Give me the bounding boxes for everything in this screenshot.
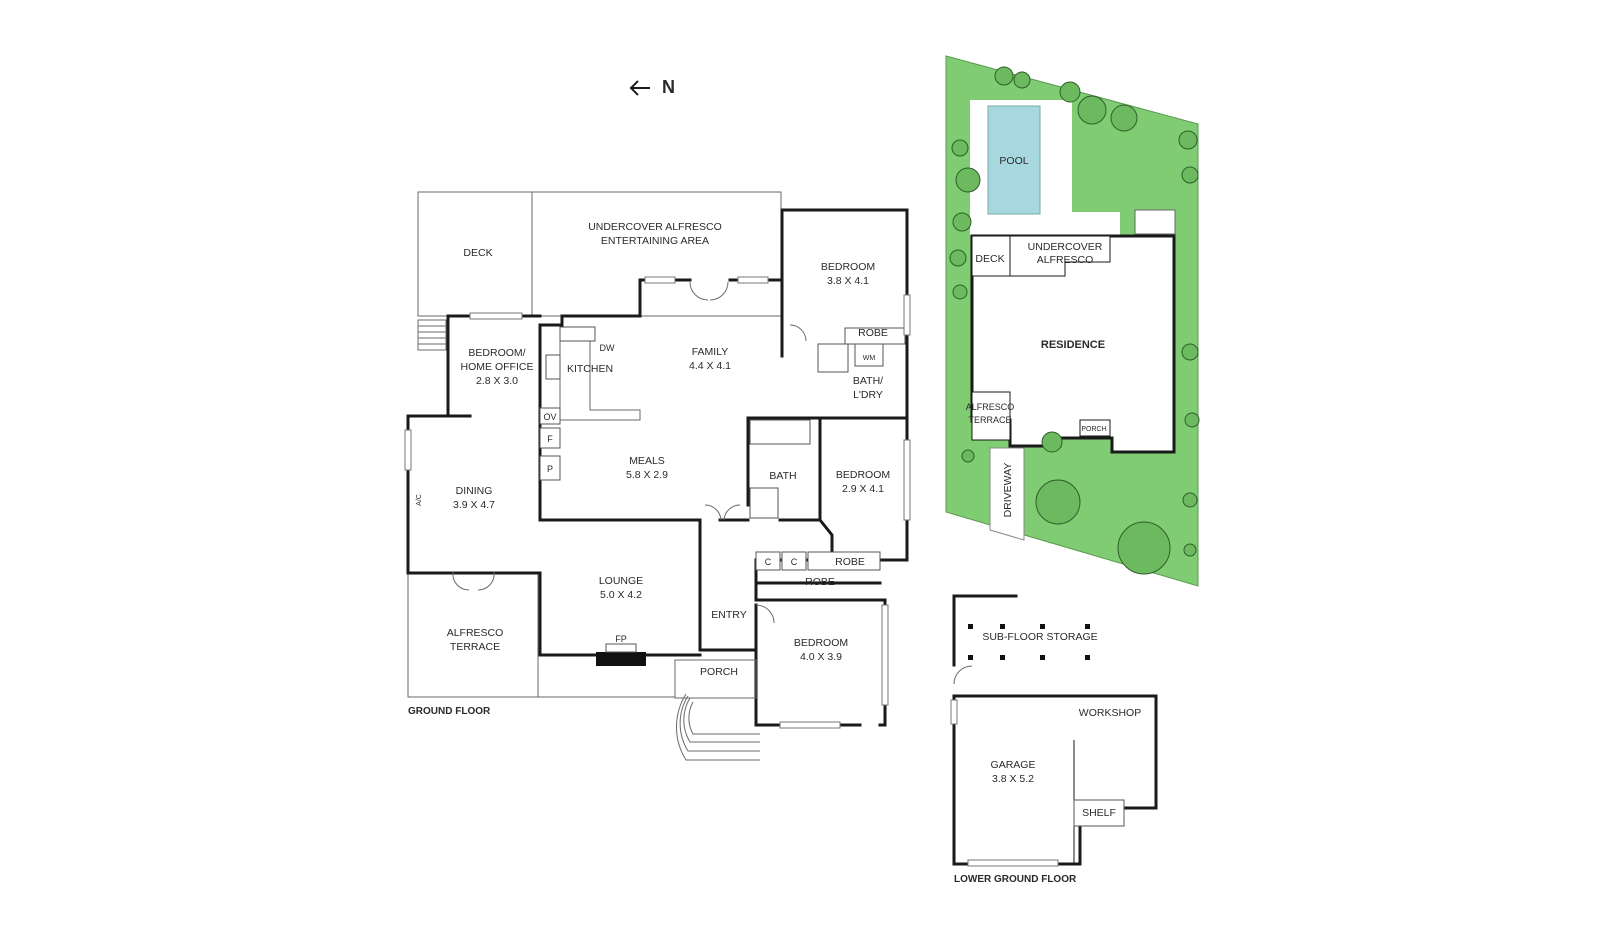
robe1-label: ROBE xyxy=(858,327,888,339)
lower-ground-floor-title: LOWER GROUND FLOOR xyxy=(954,874,1077,885)
fireplace xyxy=(596,652,646,666)
site-terrace-label-2: TERRACE xyxy=(968,415,1011,425)
site-pool-label: POOL xyxy=(999,155,1028,167)
f-label: F xyxy=(547,434,553,444)
closet2-label: C xyxy=(791,557,798,567)
terrace-label-2: TERRACE xyxy=(450,641,500,653)
storage-label: SUB-FLOOR STORAGE xyxy=(982,631,1097,643)
residence-label: RESIDENCE xyxy=(1041,339,1105,351)
family-size: 4.4 X 4.1 xyxy=(689,360,731,372)
storage-posts xyxy=(968,624,1090,660)
bath-label: BATH xyxy=(769,470,796,482)
workshop-label: WORKSHOP xyxy=(1079,707,1141,719)
family-label: FAMILY xyxy=(692,346,729,358)
shower xyxy=(749,487,779,519)
doors xyxy=(452,281,807,624)
bedroom3-label: BEDROOM xyxy=(794,637,848,649)
laundry-shower xyxy=(817,343,849,373)
meals-label: MEALS xyxy=(629,455,665,467)
shelf-unit xyxy=(1073,799,1125,827)
entry-label: ENTRY xyxy=(711,609,746,621)
office-label-1: BEDROOM/ xyxy=(468,347,525,359)
alfresco-label-2: ENTERTAINING AREA xyxy=(601,235,709,247)
site-plan: POOL DECK UNDERCOVER ALFRESCO RESIDENCE … xyxy=(945,55,1200,587)
lounge-label: LOUNGE xyxy=(599,575,643,587)
meals-size: 5.8 X 2.9 xyxy=(626,469,668,481)
shelf-label: SHELF xyxy=(1082,807,1116,819)
bath-ldry-label-1: BATH/ xyxy=(853,375,883,387)
ground-floor-title: GROUND FLOOR xyxy=(408,706,491,717)
lower-ground-floor-plan: SUB-FLOOR STORAGE WORKSHOP GARAGE 3.8 X … xyxy=(950,594,1158,885)
driveway-label: DRIVEWAY xyxy=(1002,463,1014,518)
fp-label: FP xyxy=(615,634,627,644)
site-deck-label: DECK xyxy=(975,253,1004,265)
kitchen-label: KITCHEN xyxy=(567,363,613,375)
site-porch-label: PORCH xyxy=(1081,426,1106,433)
compass: N xyxy=(629,77,675,97)
ground-floor-plan: DECK UNDERCOVER ALFRESCO ENTERTAINING AR… xyxy=(404,191,911,761)
closet1-label: C xyxy=(765,557,772,567)
bedroom1-label: BEDROOM xyxy=(821,261,875,273)
bedroom2-size: 2.9 X 4.1 xyxy=(842,483,884,495)
dining-size: 3.9 X 4.7 xyxy=(453,499,495,511)
site-terrace-label-1: ALFRESCO xyxy=(966,402,1015,412)
terrace-label-1: ALFRESCO xyxy=(447,627,504,639)
bathtub xyxy=(749,419,811,445)
ac-label: A/C xyxy=(416,494,423,506)
dining-label: DINING xyxy=(456,485,493,497)
arrow-left-icon xyxy=(629,80,650,96)
cooktop xyxy=(545,354,561,380)
robe3-label: ROBE xyxy=(805,576,835,588)
porch-label: PORCH xyxy=(700,666,738,678)
garage-label: GARAGE xyxy=(991,759,1036,771)
bedroom2-label: BEDROOM xyxy=(836,469,890,481)
p-label: P xyxy=(547,464,553,474)
ov-label: OV xyxy=(543,412,556,422)
site-alfresco-label-2: ALFRESCO xyxy=(1037,254,1094,266)
lounge-size: 5.0 X 4.2 xyxy=(600,589,642,601)
windows xyxy=(404,276,911,729)
undercover-alfresco-area xyxy=(531,191,782,317)
garage-size: 3.8 X 5.2 xyxy=(992,773,1034,785)
dw-label: DW xyxy=(600,343,615,353)
robe2-label: ROBE xyxy=(835,556,865,568)
deck-label: DECK xyxy=(463,247,492,259)
office-size: 2.8 X 3.0 xyxy=(476,375,518,387)
alfresco-label-1: UNDERCOVER ALFRESCO xyxy=(588,221,722,233)
pool xyxy=(987,105,1041,215)
bath-ldry-label-2: L'DRY xyxy=(853,389,883,401)
bedroom3-size: 4.0 X 3.9 xyxy=(800,651,842,663)
site-alfresco-label-1: UNDERCOVER xyxy=(1028,241,1103,253)
bedroom1-size: 3.8 X 4.1 xyxy=(827,275,869,287)
porch-area xyxy=(674,659,757,699)
office-label-2: HOME OFFICE xyxy=(461,361,534,373)
trees xyxy=(949,66,1200,575)
north-label: N xyxy=(662,77,675,97)
kitchen-sink xyxy=(559,326,596,342)
driveway xyxy=(989,447,1025,541)
wm-label: WM xyxy=(863,355,876,362)
deck-stairs xyxy=(417,319,447,351)
porch-steps xyxy=(676,693,760,761)
